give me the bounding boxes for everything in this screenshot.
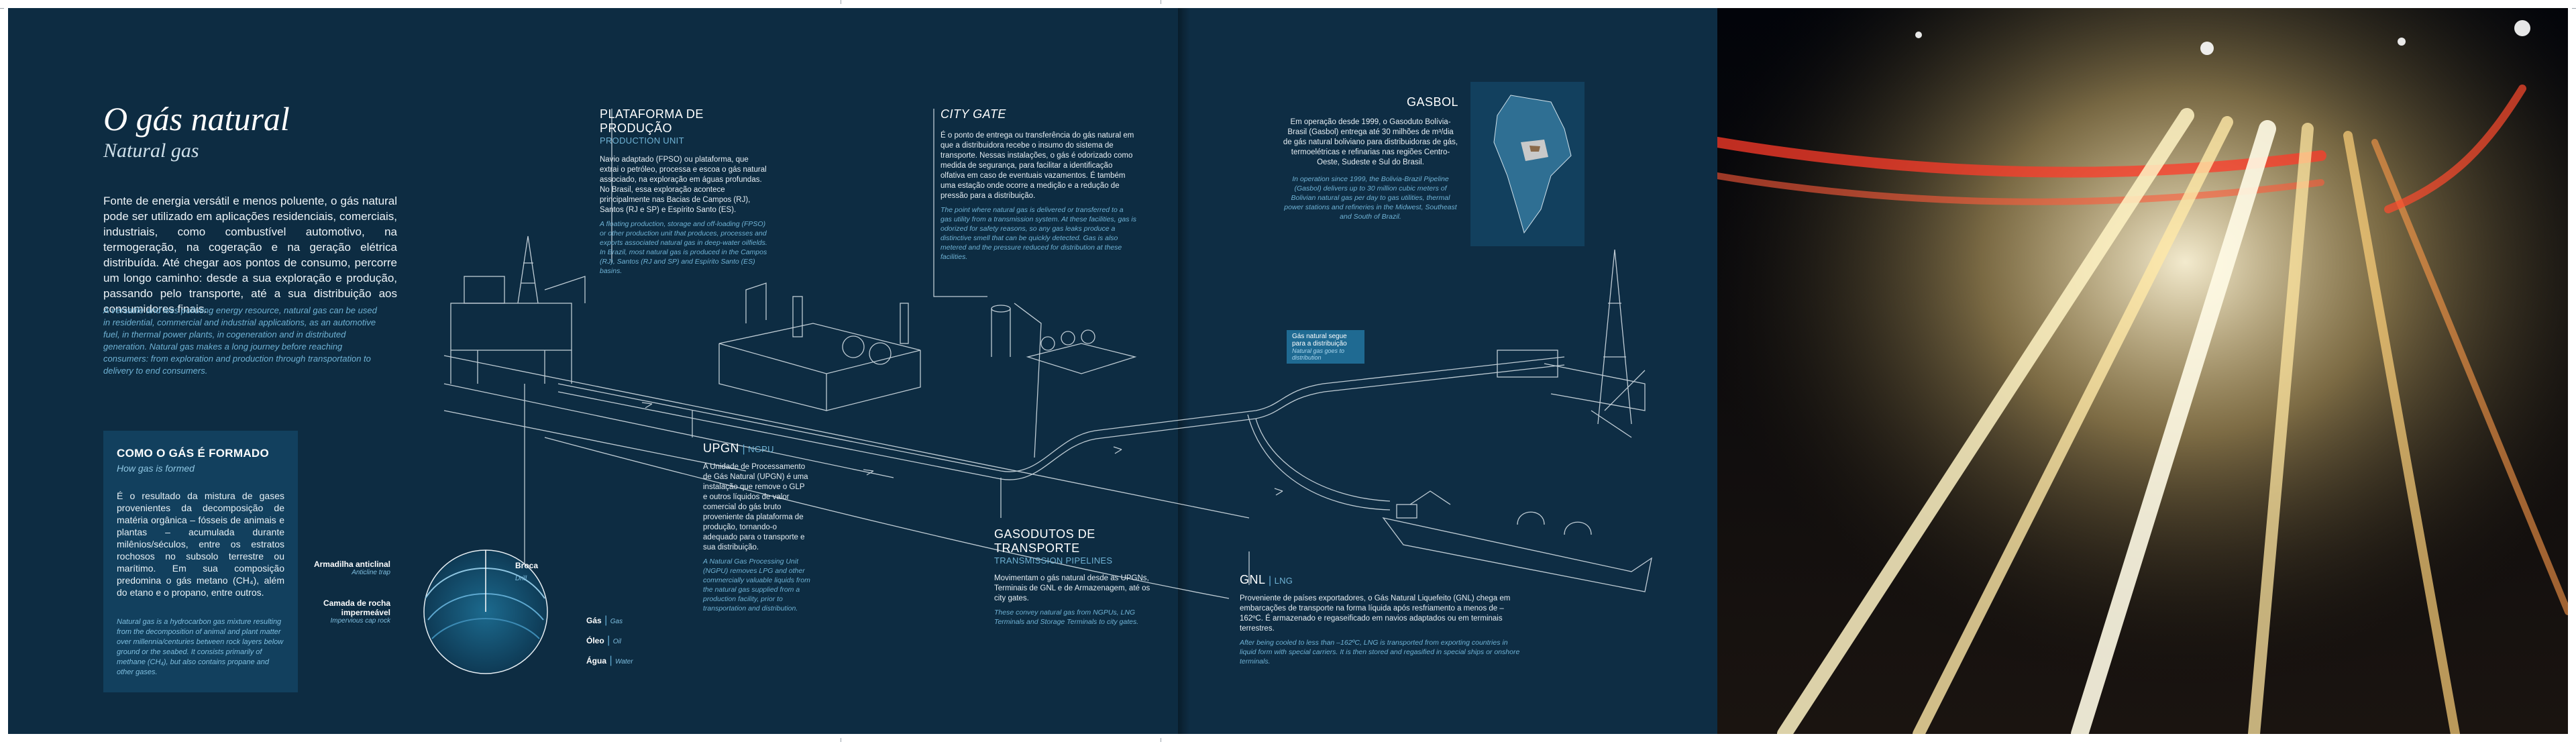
intro-text-pt: Fonte de energia versátil e menos poluen…	[103, 195, 397, 315]
oil-layer-label: Óleo | Oil	[586, 635, 621, 646]
gasbol-text-en: In operation since 1999, the Bolivia-Bra…	[1284, 175, 1457, 221]
crop-mark	[0, 8, 4, 9]
intro-text-en: A versatile and less polluting energy re…	[103, 305, 377, 376]
city-gate-section: CITY GATE É o ponto de entrega ou transf…	[941, 107, 1136, 262]
upgn-section: UPGN | NGPU A Unidade de Processamento d…	[703, 441, 810, 613]
gnl-section: GNL | LNG Proveniente de países exportad…	[1240, 573, 1521, 666]
anticline-label: Armadilha anticlinal Anticline trap	[313, 560, 390, 576]
platform-text-en: A floating production, storage and off-l…	[600, 220, 767, 275]
ground-line-lower	[443, 410, 747, 472]
pipeline-to-city	[1014, 303, 1042, 458]
pipelines-text-pt: Movimentam o gás natural desde as UPGNs,…	[994, 574, 1150, 602]
pipeline-lng-b	[1247, 414, 1391, 511]
pipelines-section: GASODUTOS DE TRANSPORTE TRANSMISSION PIP…	[994, 527, 1155, 627]
drill-label: Broca Drill	[515, 561, 539, 582]
cap-rock-label: Camada de rocha impermeável Impervious c…	[323, 598, 390, 625]
upgn-subtitle: NGPU	[748, 444, 774, 454]
lng-ship	[1382, 490, 1652, 592]
gas-layer-label: Gás | Gas	[586, 615, 623, 626]
crop-mark	[2572, 8, 2576, 9]
gasbol-section: GASBOL Em operação desde 1999, o Gasodut…	[1283, 95, 1458, 221]
sea-surface-line	[443, 355, 1250, 519]
formation-box-subtitle: How gas is formed	[117, 463, 195, 474]
pipeline-main	[557, 356, 1565, 472]
pipelines-subtitle: TRANSMISSION PIPELINES	[994, 555, 1113, 566]
city-gate-text-pt: É o ponto de entrega ou transferência do…	[941, 131, 1134, 200]
pipeline-lng	[1255, 418, 1391, 502]
gasbol-title: GASBOL	[1406, 95, 1458, 109]
city-gate-title: CITY GATE	[941, 107, 1006, 121]
gnl-text-en: After being cooled to less than –162ºC, …	[1240, 639, 1520, 666]
upgn-text-pt: A Unidade de Processamento de Gás Natura…	[703, 463, 808, 551]
gnl-title: GNL	[1240, 573, 1266, 586]
platform-title: PLATAFORMA DE PRODUÇÃO	[600, 107, 704, 135]
south-america-map	[1470, 82, 1585, 246]
night-traffic-photo	[1717, 8, 2568, 734]
gnl-subtitle: LNG	[1274, 576, 1293, 586]
upgn-facility	[718, 282, 921, 411]
ground-line	[443, 383, 894, 478]
water-layer-label: Água | Water	[586, 655, 633, 666]
gasbol-text-pt: Em operação desde 1999, o Gasoduto Bolív…	[1283, 118, 1458, 166]
platform-section: PLATAFORMA DE PRODUÇÃO PRODUCTION UNIT N…	[600, 107, 767, 276]
leader-citygate	[933, 109, 987, 297]
geology-cross-section	[423, 549, 548, 674]
city-gate-station	[991, 305, 1137, 374]
upgn-title: UPGN	[703, 441, 740, 455]
pipelines-text-en: These convey natural gas from NGPUs, LNG…	[994, 608, 1139, 626]
upgn-text-en: A Natural Gas Processing Unit (NGPU) rem…	[703, 558, 810, 613]
brochure-spread: O gás natural Natural gas Fonte de energ…	[8, 8, 2568, 734]
formation-box-title: COMO O GÁS É FORMADO	[117, 447, 269, 460]
page-gutter	[1178, 8, 1190, 734]
gnl-text-pt: Proveniente de países exportadores, o Gá…	[1240, 594, 1511, 633]
horizon-line	[544, 437, 1230, 599]
pipelines-title: GASODUTOS DE TRANSPORTE	[994, 527, 1095, 555]
city-gate-text-en: The point where natural gas is delivered…	[941, 206, 1136, 261]
platform-text-pt: Navio adaptado (FPSO) ou plataforma, que…	[600, 156, 767, 214]
page-title: O gás natural	[103, 100, 290, 138]
formation-box-text-pt: É o resultado da mistura de gases proven…	[117, 490, 284, 598]
right-page-panel	[1182, 8, 1725, 734]
formation-box-text-en: Natural gas is a hydrocarbon gas mixture…	[117, 618, 284, 676]
distribution-tag: Gás natural segue para a distribuição Na…	[1287, 330, 1364, 364]
page-subtitle: Natural gas	[103, 140, 199, 162]
production-platform	[450, 235, 586, 384]
platform-subtitle: PRODUCTION UNIT	[600, 136, 684, 146]
gasbol-tower	[1497, 249, 1646, 438]
formation-box: COMO O GÁS É FORMADO How gas is formed É…	[103, 431, 298, 692]
gas-chain-illustration	[423, 82, 1652, 674]
pipeline-parallel	[557, 364, 1565, 480]
